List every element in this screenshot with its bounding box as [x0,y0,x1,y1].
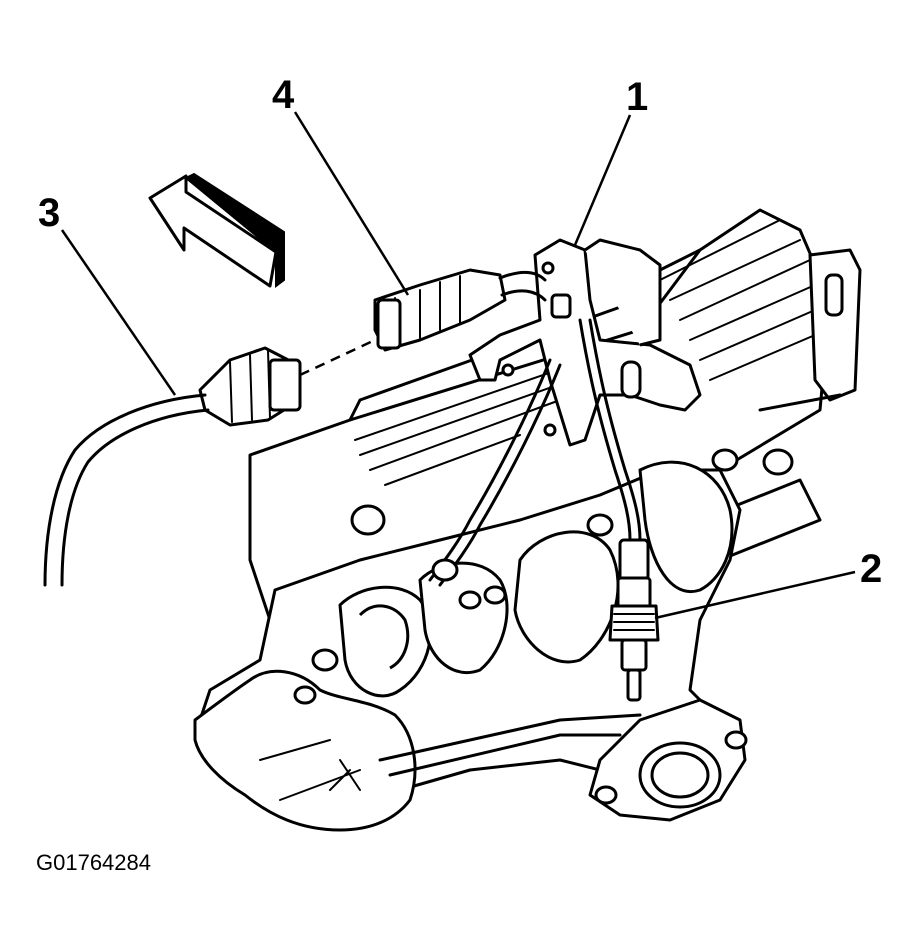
leader-line-4 [293,111,410,296]
engine-harness-connector [373,268,547,352]
exhaust-manifold [193,460,748,832]
callout-4: 4 [272,73,295,117]
figure-id: G01764284 [36,850,151,875]
connector-alignment-line [299,338,376,377]
callout-1: 1 [626,75,648,119]
direction-arrow-icon [148,172,285,288]
sensor-lead-wire [428,318,642,587]
sensor-pigtail-connector [43,346,302,587]
mounting-bolts [293,448,794,705]
callout-3: 3 [38,191,60,235]
heated-oxygen-sensor [608,538,660,702]
leader-line-3 [60,229,177,396]
leader-lines [60,111,856,620]
leader-line-2 [654,570,856,620]
leader-line-1 [573,114,632,246]
callout-2: 2 [860,547,882,591]
